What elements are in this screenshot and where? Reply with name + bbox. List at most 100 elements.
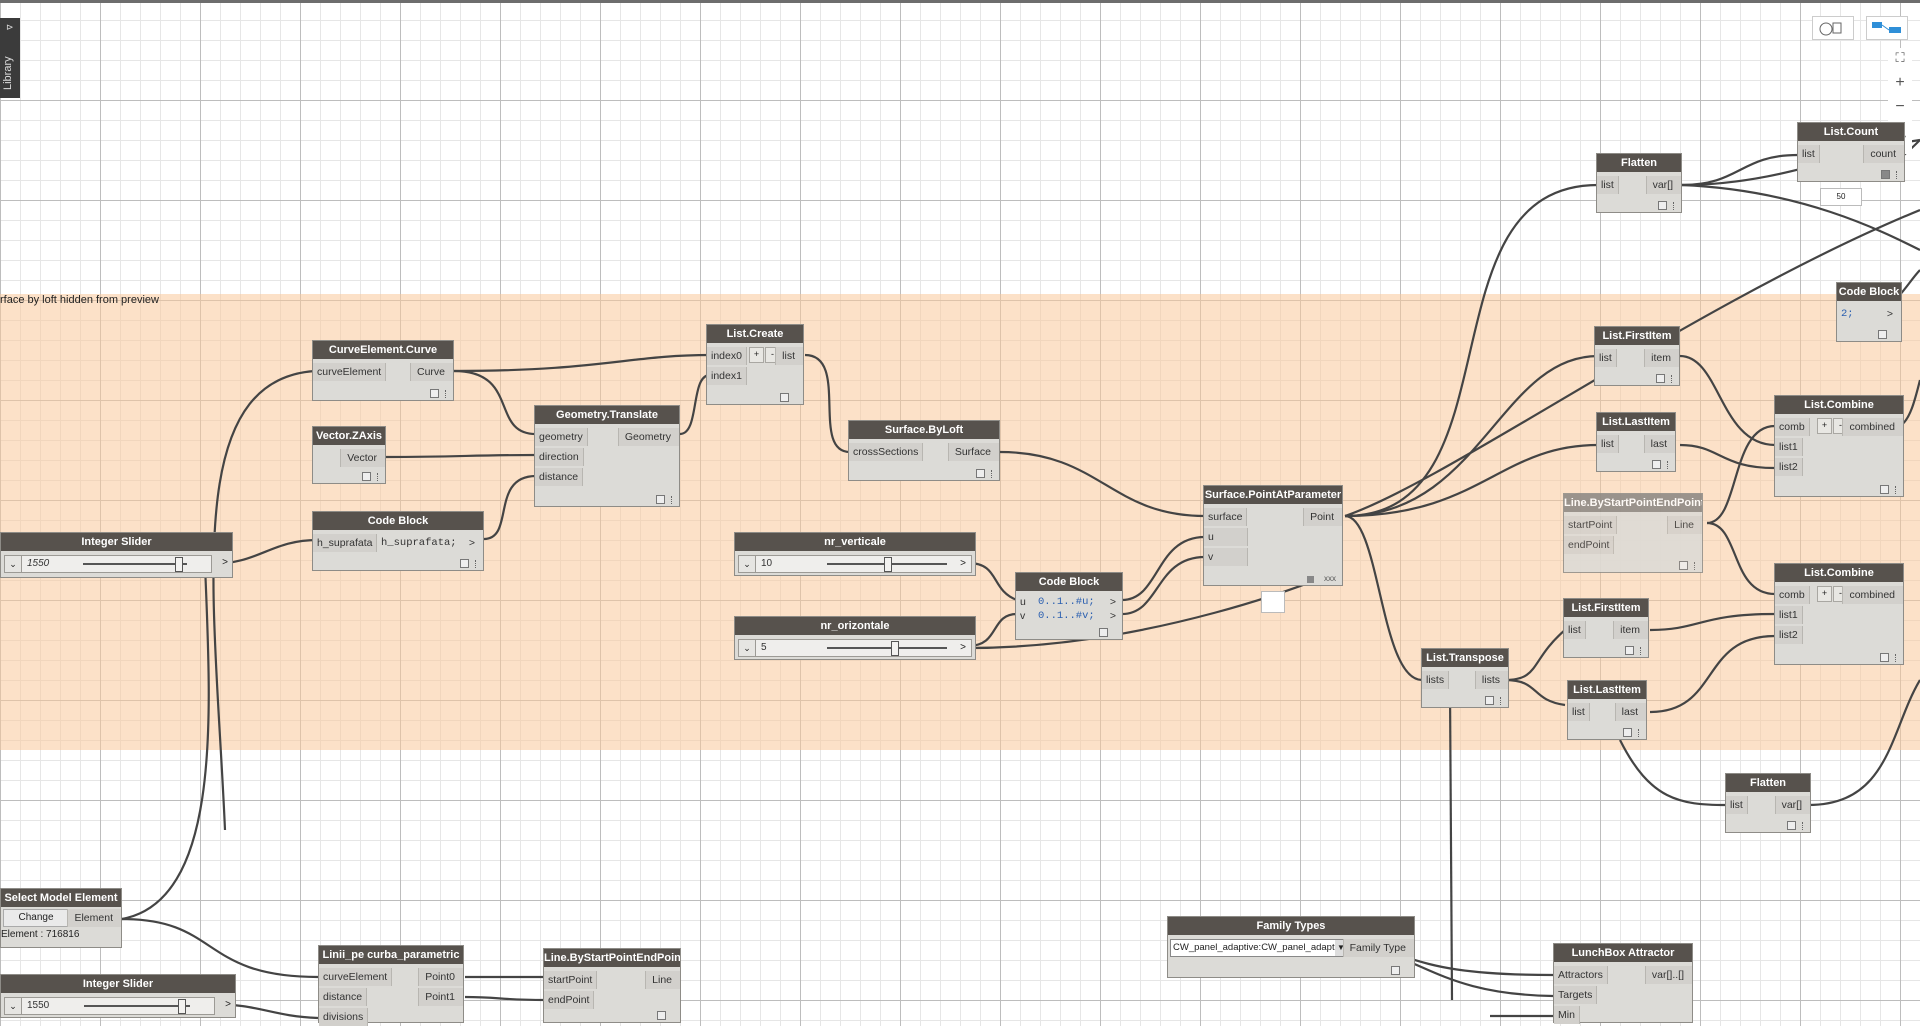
node-integer-slider[interactable]: Integer Slider ⌄ 1550 > <box>0 974 236 1018</box>
node-line-bystartpointendpoint[interactable]: Line.ByStartPointEndPoint startPoint end… <box>543 948 681 1023</box>
preview-toggle[interactable] <box>1625 646 1634 655</box>
preview-toggle[interactable] <box>1880 485 1889 494</box>
node-flatten-top[interactable]: Flatten list var[] <box>1596 153 1682 213</box>
output-port[interactable]: last <box>1614 703 1646 721</box>
input-port[interactable]: curveElement <box>313 363 387 381</box>
output-port[interactable]: Line <box>645 971 680 989</box>
input-port[interactable]: list <box>1597 176 1619 194</box>
node-list-create[interactable]: List.Create index0 + - index1 list <box>706 324 804 405</box>
preview-toggle[interactable] <box>1787 821 1796 830</box>
slider-expand-button[interactable]: ⌄ <box>739 556 756 572</box>
slider-expand-button[interactable]: ⌄ <box>5 998 22 1014</box>
slider-control[interactable]: ⌄ 1550 <box>4 997 215 1015</box>
node-list-firstitem[interactable]: List.FirstItem list item <box>1563 598 1649 658</box>
output-port[interactable]: Surface <box>947 443 999 461</box>
input-port[interactable]: list <box>1595 349 1617 367</box>
output-port[interactable]: Geometry <box>617 428 679 446</box>
output-port[interactable]: last <box>1643 435 1675 453</box>
slider-thumb[interactable] <box>891 641 899 656</box>
node-line-bystartpointendpoint[interactable]: Line.ByStartPointEndPoint startPoint end… <box>1563 493 1703 573</box>
preview-toggle[interactable] <box>362 472 371 481</box>
node-list-lastitem[interactable]: List.LastItem list last <box>1596 412 1676 472</box>
output-port[interactable]: Vector <box>340 449 385 467</box>
node-flatten-bottom[interactable]: Flatten list var[] <box>1725 773 1811 833</box>
node-curveelement-curve[interactable]: CurveElement.Curve curveElement Curve <box>312 340 454 401</box>
input-port[interactable]: distance <box>535 468 584 486</box>
preview-toggle[interactable] <box>656 495 665 504</box>
add-input-button[interactable]: + <box>1817 586 1832 602</box>
code-line[interactable]: 0..1..#v; <box>1038 610 1095 622</box>
preview-toggle[interactable] <box>1623 728 1632 737</box>
input-port[interactable]: crossSections <box>849 443 924 461</box>
output-port[interactable]: Point1 <box>418 988 463 1006</box>
node-lunchbox-attractor[interactable]: LunchBox Attractor Attractors Targets Mi… <box>1553 943 1693 1024</box>
node-code-block-right[interactable]: Code Block 2; > <box>1836 282 1902 342</box>
output-port[interactable]: Point0 <box>418 968 463 986</box>
output-port[interactable]: lists <box>1474 671 1508 689</box>
slider-control[interactable]: ⌄ 1550 <box>4 555 212 573</box>
fit-view-icon[interactable]: ⛶ <box>1895 50 1905 65</box>
node-code-block-uv[interactable]: Code Block u v 0..1..#u; 0..1..#v; > > <box>1015 572 1123 640</box>
output-port[interactable]: item <box>1644 349 1679 367</box>
code-text[interactable]: 2; <box>1841 308 1854 320</box>
preview-toggle[interactable] <box>1878 330 1887 339</box>
node-code-block[interactable]: Code Block h_suprafata h_suprafata; > <box>312 511 484 571</box>
input-port[interactable]: divisions <box>319 1008 369 1026</box>
preview-toggle[interactable] <box>1652 460 1661 469</box>
output-port[interactable]: > <box>1886 308 1893 320</box>
input-port[interactable]: Min <box>1554 1006 1580 1024</box>
library-tab[interactable]: ⊳ Library <box>0 18 20 98</box>
preview-toggle[interactable] <box>1658 201 1667 210</box>
output-port[interactable]: var[]..[] <box>1644 966 1692 984</box>
input-port[interactable]: surface <box>1204 508 1248 526</box>
input-port[interactable]: u <box>1020 596 1026 608</box>
output-port[interactable]: Line <box>1667 516 1702 534</box>
preview-toggle[interactable] <box>1656 374 1665 383</box>
output-port[interactable]: list <box>775 347 803 365</box>
preview-toggle[interactable] <box>460 559 469 568</box>
slider-output-button[interactable]: > <box>960 558 966 569</box>
input-port[interactable]: index1 <box>707 367 747 385</box>
input-port[interactable]: list <box>1568 703 1590 721</box>
input-port[interactable]: startPoint <box>1564 516 1618 534</box>
input-port[interactable]: list <box>1597 435 1619 453</box>
zoom-out-icon[interactable]: − <box>1895 98 1905 115</box>
input-port[interactable]: endPoint <box>1564 536 1615 554</box>
preview-toggle[interactable] <box>780 393 789 402</box>
node-list-count[interactable]: List.Count list count <box>1797 122 1905 182</box>
input-port[interactable]: list2 <box>1775 626 1803 644</box>
slider-track[interactable] <box>827 647 947 649</box>
node-list-lastitem[interactable]: List.LastItem list last <box>1567 680 1647 740</box>
input-port[interactable]: list <box>1726 796 1748 814</box>
output-port[interactable]: > <box>1109 610 1116 622</box>
code-text[interactable]: h_suprafata; <box>381 537 457 549</box>
input-port[interactable]: v <box>1020 610 1026 622</box>
preview-toggle[interactable] <box>976 469 985 478</box>
preview-toggle[interactable] <box>1391 966 1400 975</box>
preview-toggle[interactable] <box>657 1011 666 1020</box>
input-port[interactable]: lists <box>1422 671 1450 689</box>
input-port[interactable]: list <box>1564 621 1586 639</box>
output-port[interactable]: count <box>1863 145 1904 163</box>
preview-toggle[interactable] <box>1880 653 1889 662</box>
code-line[interactable]: 0..1..#u; <box>1038 596 1095 608</box>
input-port[interactable]: list2 <box>1775 458 1803 476</box>
node-integer-slider[interactable]: Integer Slider ⌄ 1550 > <box>0 532 233 578</box>
input-port[interactable]: startPoint <box>544 971 598 989</box>
input-port[interactable]: geometry <box>535 428 588 446</box>
preview-toggle[interactable] <box>1485 696 1494 705</box>
output-port[interactable]: Point <box>1303 508 1342 526</box>
add-input-button[interactable]: + <box>1817 418 1832 434</box>
input-port[interactable]: distance <box>319 988 368 1006</box>
node-list-combine[interactable]: List.Combine comb + - list1 list2 combin… <box>1774 395 1904 497</box>
slider-thumb[interactable] <box>175 557 183 572</box>
preview-bubble[interactable] <box>1261 591 1285 613</box>
output-port[interactable]: Curve <box>409 363 453 381</box>
input-port[interactable]: u <box>1204 528 1248 546</box>
slider-track[interactable] <box>84 1005 190 1007</box>
add-input-button[interactable]: + <box>749 347 764 363</box>
output-port[interactable]: item <box>1613 621 1648 639</box>
node-vector-zaxis[interactable]: Vector.ZAxis Vector <box>312 426 386 484</box>
node-select-model-element[interactable]: Select Model Element Change Element Elem… <box>0 888 122 948</box>
preview-toggle[interactable] <box>1099 628 1108 637</box>
